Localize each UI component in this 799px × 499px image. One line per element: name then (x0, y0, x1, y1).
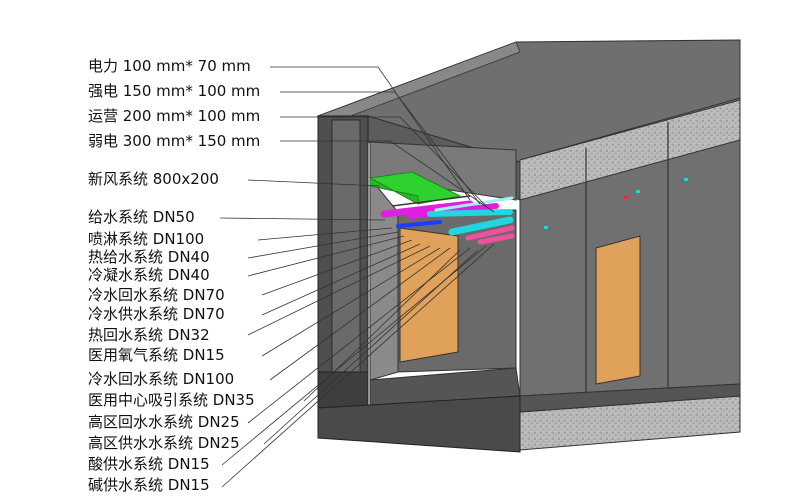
label-operations: 运营 200 mm* 100 mm (88, 107, 261, 125)
label-chilled-return-100: 冷水回水系统 DN100 (88, 370, 235, 388)
label-chilled-return-70: 冷水回水系统 DN70 (88, 286, 225, 304)
label-fresh-air: 新风系统 800x200 (88, 170, 219, 188)
right-door (595, 235, 641, 385)
label-hz-supply: 高区供水水系统 DN25 (88, 434, 240, 452)
label-acid-supply: 酸供水系统 DN15 (88, 455, 210, 473)
label-condensate: 冷凝水系统 DN40 (88, 266, 210, 284)
label-hz-return: 高区回水水系统 DN25 (88, 413, 240, 431)
label-chilled-supply-70: 冷水供水系统 DN70 (88, 305, 225, 323)
label-hot-water-supply: 热给水系统 DN40 (88, 248, 210, 266)
label-medical-suction: 医用中心吸引系统 DN35 (88, 391, 255, 409)
label-medical-oxygen: 医用氧气系统 DN15 (88, 346, 225, 364)
inner-left-wall (369, 176, 399, 381)
leader-lines (219, 66, 495, 488)
label-sprinkler: 喷淋系统 DN100 (88, 230, 205, 248)
label-strong-current: 强电 150 mm* 100 mm (88, 82, 261, 100)
label-alkali-supply: 碱供水系统 DN15 (88, 476, 210, 494)
label-water-supply: 给水系统 DN50 (88, 208, 195, 226)
label-hot-return: 热回水系统 DN32 (88, 326, 210, 344)
base-slab (317, 395, 521, 453)
label-power: 电力 100 mm* 70 mm (88, 57, 251, 75)
pipe-bundle (380, 195, 515, 245)
label-weak-current: 弱电 300 mm* 150 mm (88, 132, 261, 150)
